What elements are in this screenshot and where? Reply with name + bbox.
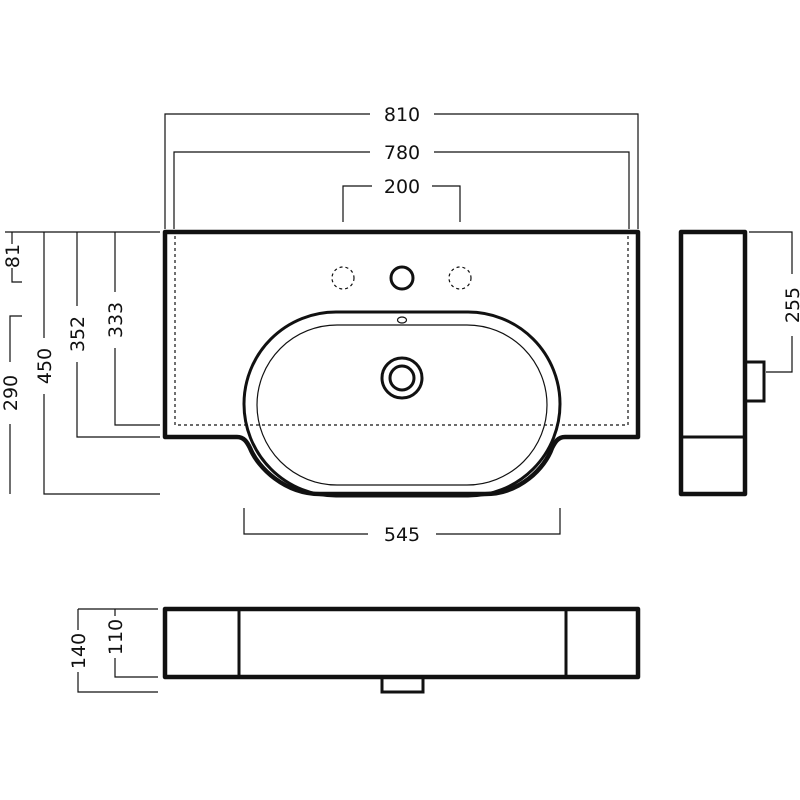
dim-255: 255 [782,287,800,323]
dim-333: 333 [105,302,127,338]
side-view: 255 [678,229,800,497]
dim-450: 450 [34,348,56,384]
dim-290: 290 [0,375,22,411]
dim-200: 200 [384,176,420,198]
tap-hole-left-icon [331,266,355,290]
dim-545: 545 [384,524,420,546]
vertical-dimensions: 81 290 450 352 333 [0,231,160,495]
front-outline [162,606,641,680]
overflow-icon [396,316,408,324]
dim-352: 352 [67,316,89,352]
front-waste-fitting [380,677,425,694]
bowl-inner [256,324,548,486]
dim-810: 810 [384,104,420,126]
waste-outer-icon [380,356,424,400]
dim-140: 140 [68,633,90,669]
dim-81: 81 [2,244,24,268]
basin-outline [162,229,641,497]
waste-inner-icon [388,364,416,392]
side-overflow-fitting [745,360,766,403]
bowl-outer [242,310,562,498]
top-view [162,229,641,498]
tap-hole-right-icon [448,266,472,290]
dim-780: 780 [384,142,420,164]
dim-110: 110 [105,619,127,655]
side-outline [678,229,748,497]
front-view: 140 110 [68,606,641,694]
basin-hidden-edge [174,236,629,426]
horizontal-dimensions: 810 780 200 545 [164,104,639,546]
tap-hole-center-icon [389,265,415,291]
